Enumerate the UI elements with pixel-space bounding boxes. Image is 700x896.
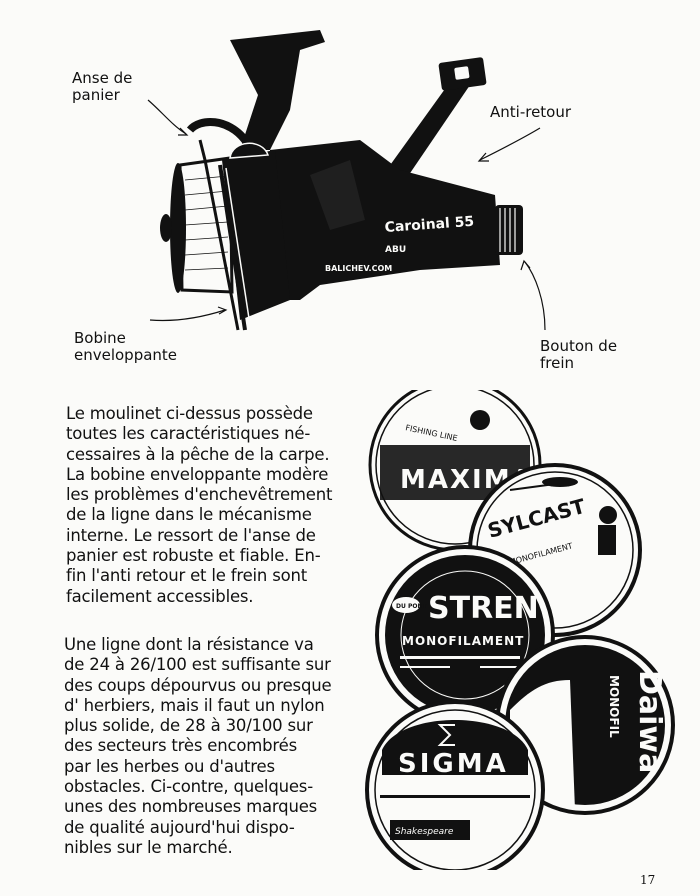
reel-maker-text: ABU — [385, 245, 406, 255]
paragraph-reel: Le moulinet ci-dessus possède toutes les… — [66, 404, 333, 606]
drag-knob — [495, 205, 523, 255]
stren-badge: DU PONT — [396, 603, 427, 610]
daiwa-sub: MONOFIL — [607, 675, 621, 738]
stren-brand: STREN — [428, 591, 539, 626]
stren-sub: MONOFILAMENT — [402, 634, 524, 648]
sigma-brand: SIGMA — [398, 749, 509, 779]
line-spools: MAXIMA FISHING LINE SYLCAST MONOFILAMENT… — [365, 390, 675, 870]
reel-body — [270, 140, 500, 300]
spool-daiwa: Daiwa MONOFIL — [495, 635, 675, 815]
paragraph-line: Une ligne dont la résistance va de 24 à … — [64, 635, 332, 857]
watermark: BALICHEV.COM — [325, 264, 392, 273]
daiwa-brand: Daiwa — [632, 670, 667, 773]
label-anse-de-panier: Anse de panier — [72, 69, 133, 104]
spool-stren: DU PONT STREN MONOFILAMENT — [375, 545, 555, 725]
sigma-maker: Shakespeare — [395, 827, 454, 837]
reel-foot — [230, 30, 325, 150]
spool-sigma: SIGMA Shakespeare — [365, 700, 545, 870]
pointer-arrows — [147, 99, 546, 331]
page-number: 17 — [640, 873, 656, 887]
bail-wire — [198, 139, 240, 331]
reel-illustration: Caroinal 55 ABU BALICHEV.COM — [147, 30, 546, 331]
reel-brand-text: Caroinal 55 — [384, 214, 475, 236]
label-bouton-de-frein: Bouton de frein — [540, 337, 618, 372]
label-anti-retour: Anti-retour — [490, 103, 572, 121]
label-bobine-enveloppante: Bobine enveloppante — [74, 329, 178, 364]
